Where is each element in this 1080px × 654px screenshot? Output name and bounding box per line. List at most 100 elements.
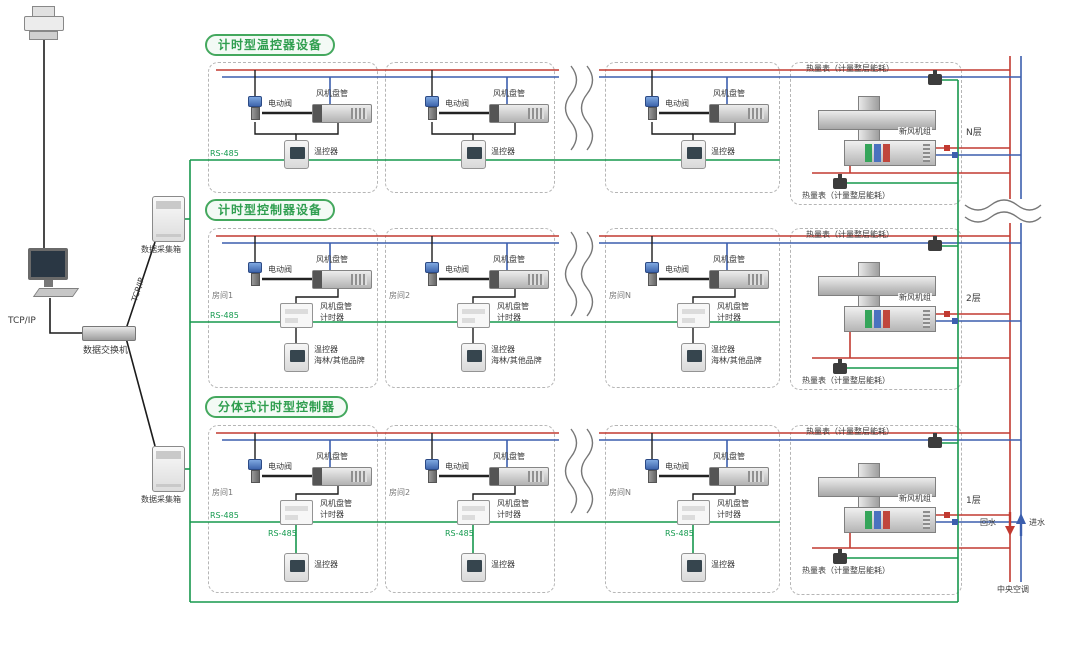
fresh-air-unit-label: 新风机组: [898, 127, 932, 137]
rs485-label: RS-485: [210, 149, 239, 158]
timer-icon: [677, 500, 710, 525]
room-box: [605, 425, 780, 593]
timer-icon: [457, 303, 490, 328]
valve-label: 电动阀: [268, 462, 292, 471]
valve-label: 电动阀: [665, 265, 689, 274]
thermostat-label: 温控器: [314, 560, 338, 569]
fresh-air-unit-icon: [818, 463, 938, 535]
thermostat-label: 温控器: [711, 147, 735, 156]
thermostat-icon: [284, 343, 309, 372]
flow-arrows: [1005, 512, 1026, 536]
heat-meter-bottom-label: 热量表（计量整层能耗）: [802, 566, 890, 575]
electric-valve-icon: [246, 96, 264, 123]
timer-label-2: 计时器: [717, 313, 741, 322]
room-name: 房间2: [389, 488, 411, 497]
timer-label-2: 计时器: [320, 510, 344, 519]
timer-label-1: 风机盘管: [717, 499, 749, 508]
thermostat-label: 温控器: [491, 147, 515, 156]
fresh-air-unit-label: 新风机组: [898, 293, 932, 303]
valve-label: 电动阀: [445, 462, 469, 471]
heat-meter-bottom-label: 热量表（计量整层能耗）: [802, 191, 890, 200]
electric-valve-icon: [423, 96, 441, 123]
heat-meter-icon: [833, 359, 847, 374]
room-name: 房间1: [212, 488, 234, 497]
timer-label-2: 计时器: [497, 510, 521, 519]
thermostat-icon: [461, 343, 486, 372]
section-title-timer-controller: 计时型控制器设备: [205, 199, 336, 221]
fan-coil-icon: [709, 104, 769, 123]
room-box: [605, 62, 780, 193]
floor-name: N层: [966, 128, 982, 138]
daq-box-icon: [152, 446, 185, 492]
electric-valve-icon: [423, 262, 441, 289]
central-ac-label: 中央空调: [997, 585, 1029, 594]
thermostat-label: 温控器: [491, 345, 515, 354]
room-box: [385, 425, 555, 593]
fan-coil-icon: [489, 467, 549, 486]
floor-box: [790, 425, 962, 595]
valve-label: 电动阀: [268, 99, 292, 108]
room-name: 房间2: [389, 291, 411, 300]
tcp-ip-label: TCP/IP: [8, 316, 36, 326]
heat-meter-icon: [928, 70, 942, 85]
timer-label-1: 风机盘管: [497, 499, 529, 508]
section-title-timer-thermostat: 计时型温控器设备: [205, 34, 336, 56]
fan-coil-icon: [709, 270, 769, 289]
room-box: [385, 62, 555, 193]
fan-coil-icon: [489, 104, 549, 123]
thermostat-icon: [461, 553, 486, 582]
electric-valve-icon: [643, 459, 661, 486]
thermostat-icon: [461, 140, 486, 169]
thermostat-icon: [681, 140, 706, 169]
rs485-label: RS-485: [210, 511, 239, 520]
heat-meter-icon: [928, 433, 942, 448]
timer-label-1: 风机盘管: [320, 302, 352, 311]
fresh-air-unit-icon: [818, 262, 938, 334]
thermostat-icon: [681, 553, 706, 582]
electric-valve-icon: [643, 262, 661, 289]
fan-coil-label: 风机盘管: [316, 255, 348, 264]
floor-box: [790, 62, 962, 205]
room-box: [385, 228, 555, 388]
return-water-label: 回水: [980, 518, 996, 527]
valve-label: 电动阀: [665, 462, 689, 471]
room-box: [208, 228, 378, 388]
thermostat-icon: [284, 553, 309, 582]
fan-coil-label: 风机盘管: [316, 89, 348, 98]
daq-box-icon: [152, 196, 185, 242]
heat-meter-icon: [833, 549, 847, 564]
timer-icon: [280, 500, 313, 525]
timer-label-2: 计时器: [497, 313, 521, 322]
daq-bottom-label: 数据采集箱: [141, 495, 181, 504]
heat-meter-top-label: 热量表（计量整层能耗）: [806, 427, 894, 436]
timer-icon: [677, 303, 710, 328]
fan-coil-label: 风机盘管: [493, 255, 525, 264]
fresh-air-unit-icon: [818, 96, 938, 168]
valve-label: 电动阀: [445, 265, 469, 274]
heat-meter-bottom-label: 热量表（计量整层能耗）: [802, 376, 890, 385]
floor-name: 1层: [966, 496, 981, 506]
electric-valve-icon: [423, 459, 441, 486]
fan-coil-label: 风机盘管: [316, 452, 348, 461]
valve-label: 电动阀: [445, 99, 469, 108]
rs485-label: RS-485: [268, 529, 297, 538]
fan-coil-label: 风机盘管: [713, 89, 745, 98]
thermostat-icon: [284, 140, 309, 169]
fan-coil-icon: [709, 467, 769, 486]
rs485-label: RS-485: [665, 529, 694, 538]
fan-coil-label: 风机盘管: [713, 255, 745, 264]
heat-meter-top-label: 热量表（计量整层能耗）: [806, 230, 894, 239]
heat-meter-icon: [928, 236, 942, 251]
fan-coil-icon: [312, 104, 372, 123]
computer-icon: [28, 248, 80, 300]
thermostat-brand-label: 海林/其他品牌: [314, 356, 365, 365]
rs485-label: RS-485: [445, 529, 474, 538]
fan-coil-label: 风机盘管: [713, 452, 745, 461]
supply-water-label: 进水: [1029, 518, 1045, 527]
fresh-air-unit-label: 新风机组: [898, 494, 932, 504]
valve-label: 电动阀: [665, 99, 689, 108]
rs485-label: RS-485: [210, 311, 239, 320]
electric-valve-icon: [246, 262, 264, 289]
